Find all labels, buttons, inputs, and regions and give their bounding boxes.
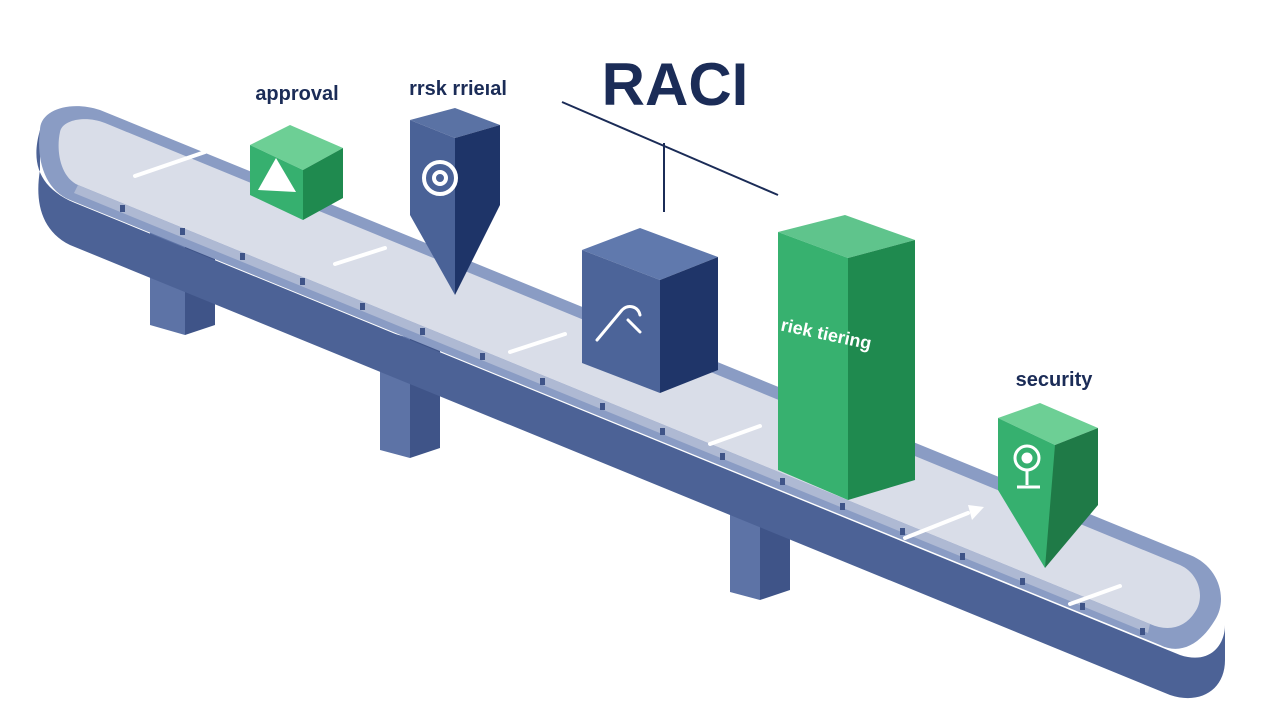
risk-review-pin — [410, 108, 500, 295]
handoff-block — [582, 228, 718, 393]
risk-review-label: rrsk rrieıal — [409, 78, 507, 100]
lane-marker — [1068, 584, 1122, 606]
lane-marker — [708, 424, 762, 446]
page-title: RACI — [602, 51, 749, 118]
approval-block — [250, 125, 343, 220]
lane-marker — [333, 246, 387, 266]
triangle-icon — [258, 158, 296, 192]
risk-tiering-block — [778, 215, 915, 500]
webcam-icon — [1013, 444, 1041, 489]
lane-marker — [133, 150, 207, 178]
at-sign-icon — [422, 160, 458, 196]
title-bracket — [561, 101, 779, 212]
security-pin — [998, 403, 1098, 568]
lane-marker — [508, 332, 567, 354]
arrow-up-right-icon — [595, 305, 642, 342]
flow-arrow — [903, 505, 984, 540]
conveyor-belt — [36, 106, 1226, 699]
security-label: security — [1016, 369, 1094, 391]
approval-label: approval — [255, 83, 338, 105]
